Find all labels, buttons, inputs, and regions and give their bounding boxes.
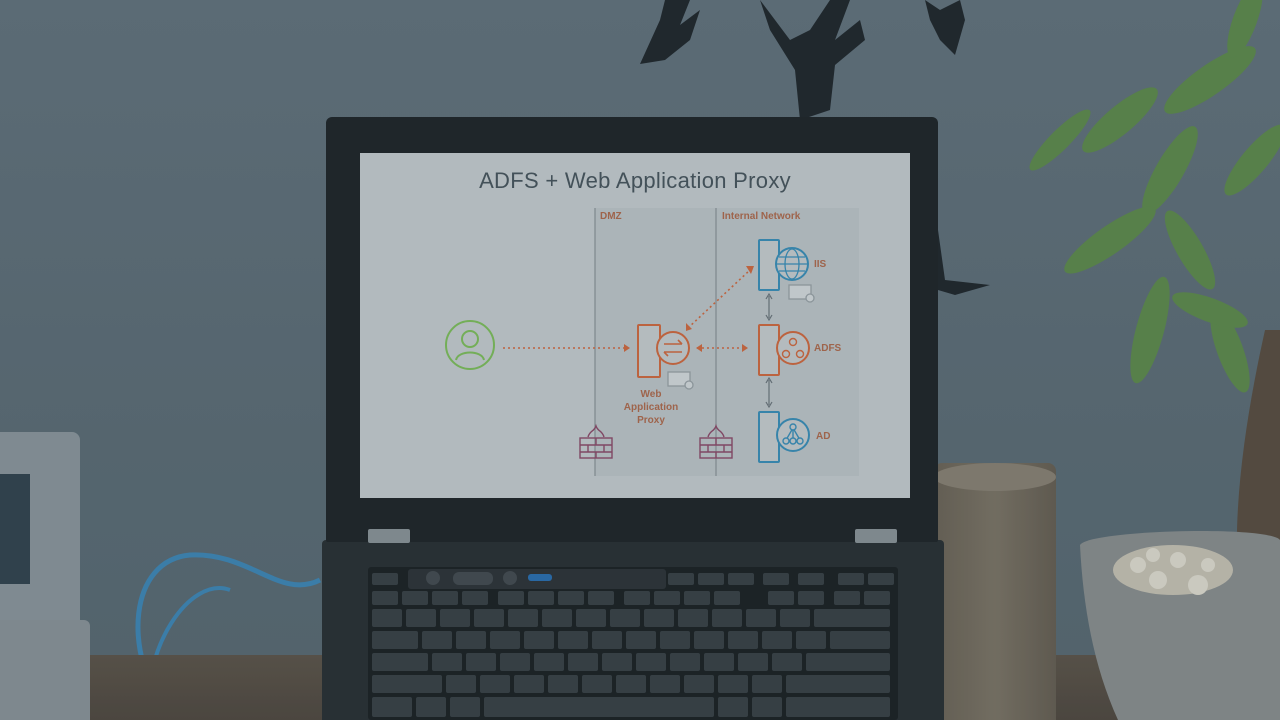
proxy-to-iis-arrow [687,269,751,329]
adfs-label: ADFS [814,343,842,354]
ad-label: AD [816,431,831,442]
ad-server-icon [758,411,810,463]
desk-phone-screen [0,474,30,584]
iis-label: IIS [814,259,827,270]
wooden-pot [934,463,1056,720]
laptop-keyboard [368,567,898,720]
certificate-icon-proxy [667,371,694,390]
tree-silhouette-left-branch [640,0,700,64]
federation-icon [781,337,805,359]
globe-icon [777,248,807,280]
proxy-to-adfs-arrowheads [696,344,748,352]
proxy-label-line-1: Web [640,389,662,400]
swap-arrows-icon [663,339,683,357]
zone-label-internal: Internal Network [722,211,801,222]
iis-adfs-connector-heads [765,292,773,322]
proxy-label: Web Application Proxy [610,388,692,427]
proxy-label-line-3: Proxy [637,415,665,426]
firewall-icon-dmz [579,423,613,459]
proxy-server-icon [637,324,690,378]
user-to-proxy-arrowhead [624,344,630,352]
adfs-server-icon [758,324,810,376]
laptop-hinge-right [855,529,897,543]
plant-trunk [1236,330,1280,600]
tree-silhouette-trunk [760,0,865,120]
slide-title: ADFS + Web Application Proxy [479,168,791,193]
proxy-label-line-2: Application [623,402,679,413]
certificate-icon-iis [788,284,815,303]
zone-label-dmz: DMZ [600,211,622,222]
directory-tree-icon [782,423,804,445]
wooden-pot-top [934,463,1056,491]
laptop-hinge-left [368,529,410,543]
user-icon [445,320,495,370]
tree-silhouette-root [938,230,990,295]
stone-bowl-planter [1080,530,1280,720]
desk-phone-base [0,620,90,720]
adfs-ad-connector-heads [765,376,773,409]
firewall-icon-internal [699,423,733,459]
plant-leaves [1029,0,1280,393]
tree-silhouette-right-branch [925,0,965,55]
